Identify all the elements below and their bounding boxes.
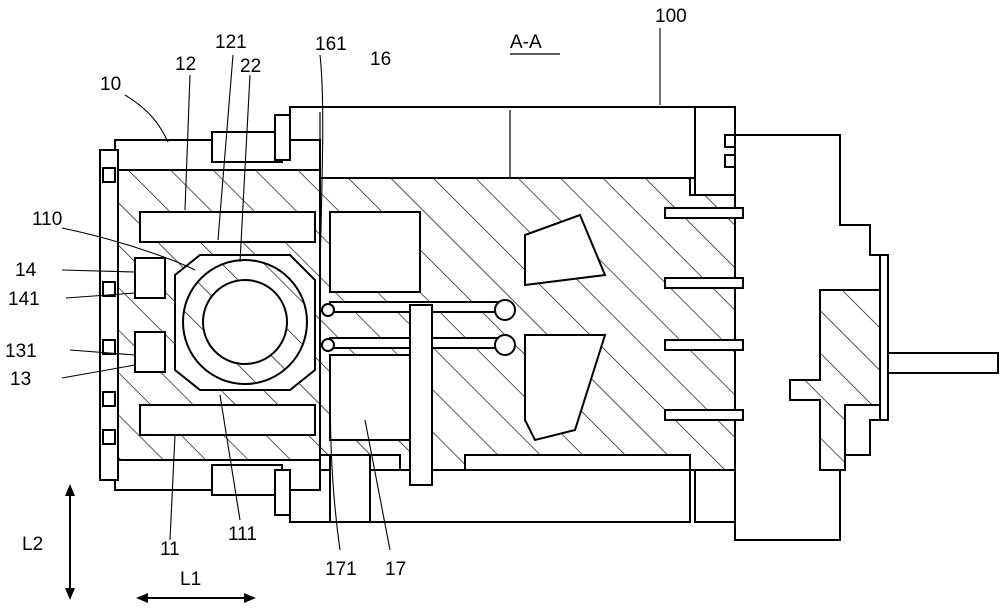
direction-label-l1: L1 <box>180 569 201 590</box>
callout-171: 171 <box>325 559 357 580</box>
callout-13: 13 <box>10 369 31 390</box>
housing-top <box>289 106 736 196</box>
rotor-block <box>99 114 321 516</box>
chambers <box>321 211 607 486</box>
housing-bottom <box>289 454 736 523</box>
callout-100: 100 <box>655 6 687 27</box>
callout-110: 110 <box>32 209 62 230</box>
callout-16: 16 <box>370 49 391 70</box>
callout-14: 14 <box>15 260 37 281</box>
direction-arrows <box>65 484 256 603</box>
callout-11: 11 <box>160 539 180 560</box>
direction-label-l2: L2 <box>22 534 43 555</box>
right-bolts <box>664 207 744 421</box>
callout-141: 141 <box>8 289 40 310</box>
end-flange <box>734 134 999 541</box>
callout-10: 10 <box>100 74 121 95</box>
callout-131: 131 <box>5 341 37 362</box>
section-label: A-A <box>510 32 542 53</box>
callout-161: 161 <box>315 34 347 55</box>
callout-12: 12 <box>175 54 196 75</box>
callout-22: 22 <box>240 56 261 77</box>
leader-lines <box>61 28 661 551</box>
callout-17: 17 <box>385 559 406 580</box>
callout-111: 111 <box>228 524 257 545</box>
callout-121: 121 <box>215 32 247 53</box>
